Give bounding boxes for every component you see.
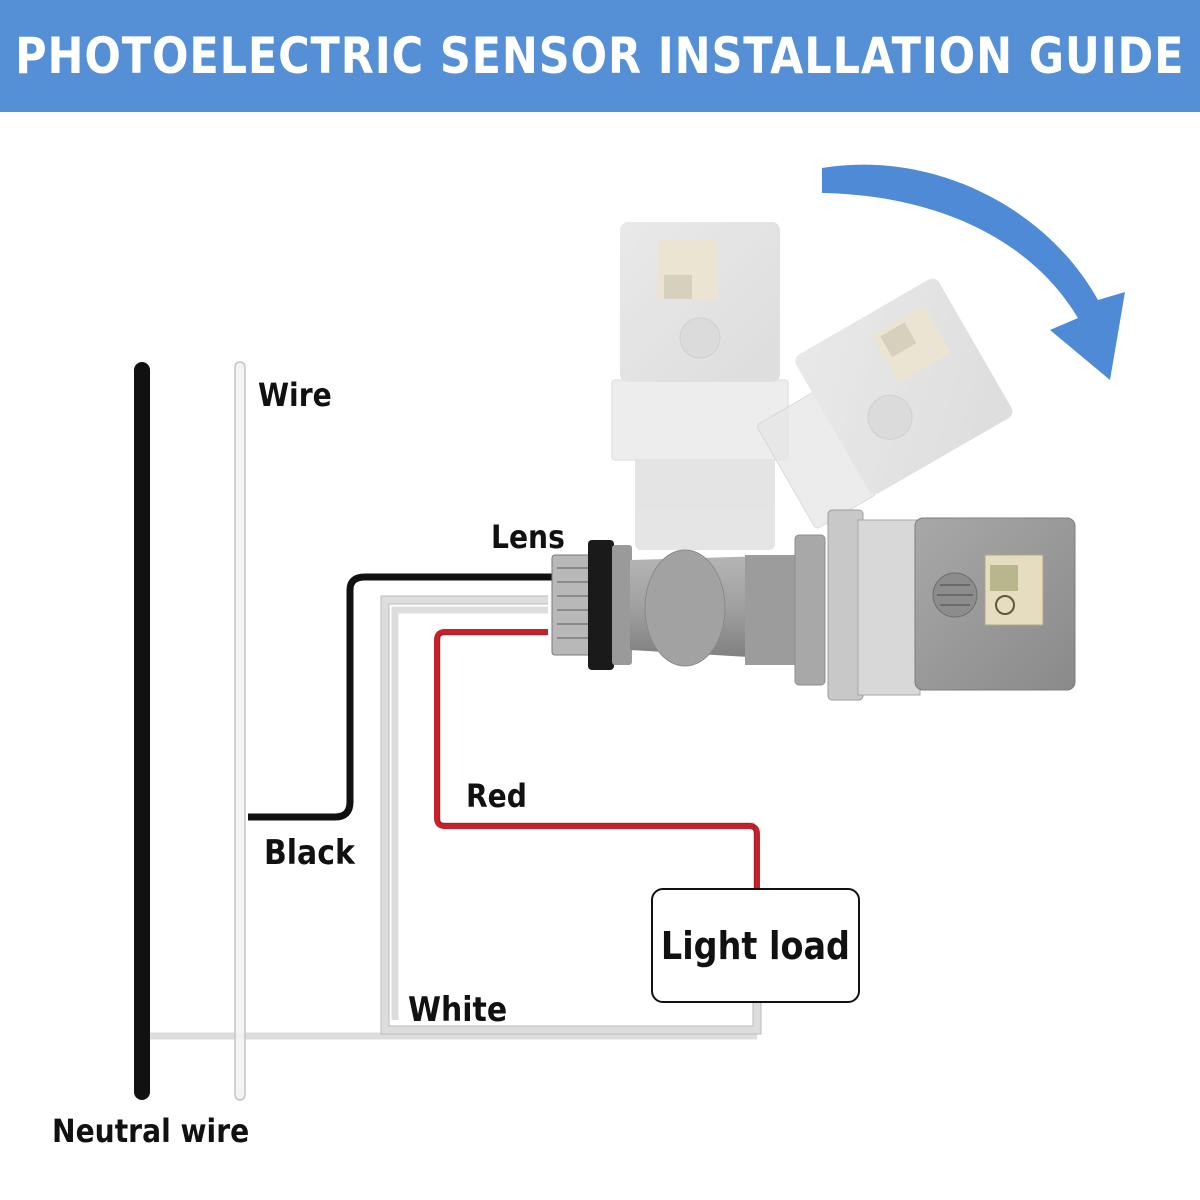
photocell-sensor-icon <box>551 509 1076 701</box>
white-wire <box>150 596 761 1040</box>
wire-label: Wire <box>258 376 332 414</box>
black-wire <box>248 573 560 821</box>
header-banner: PHOTOELECTRIC SENSOR INSTALLATION GUIDE <box>0 0 1200 112</box>
neutral-wire <box>134 362 150 1100</box>
red-wire-outline <box>439 634 755 888</box>
wire-vertical <box>234 361 246 1101</box>
neutral-wire-label: Neutral wire <box>52 1112 250 1150</box>
lens-label: Lens <box>491 518 565 556</box>
ghost-sensor-upright <box>611 222 789 550</box>
rotation-arrow-icon <box>822 164 1125 380</box>
black-label: Black <box>264 833 355 873</box>
white-wire-outline <box>380 595 762 1035</box>
ghost-sensor-tilted <box>757 278 1013 529</box>
light-load-box: Light load <box>651 888 860 1003</box>
red-label: Red <box>466 777 527 815</box>
page-title: PHOTOELECTRIC SENSOR INSTALLATION GUIDE <box>15 27 1185 85</box>
ul-mark-icon <box>995 595 1015 615</box>
red-wire <box>434 629 760 888</box>
white-label: White <box>408 990 508 1030</box>
light-load-label: Light load <box>660 923 851 968</box>
